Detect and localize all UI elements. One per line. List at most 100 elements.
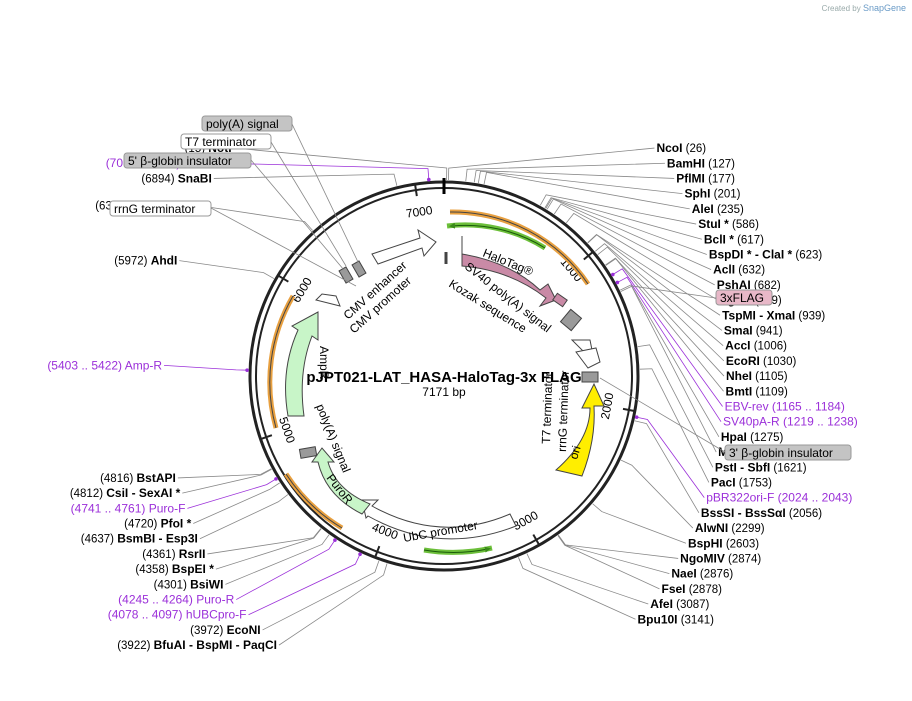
site-pos-13: (941) [753, 325, 783, 337]
primer-leader-0 [223, 162, 430, 181]
site-label-15: EcoRI (1030) [726, 354, 797, 368]
site-leader-6 [539, 194, 697, 225]
primer-labels: (7073 .. 7093) CMV-FEBV-rev (1165 .. 118… [47, 156, 857, 622]
site-pos-36: (4720) [124, 519, 160, 531]
primer-label-2: SV40pA-R (1219 .. 1238) [723, 415, 858, 429]
site-name-30: EcoNI [227, 623, 261, 637]
site-pos-39: (5972) [114, 256, 150, 268]
primer-name-3: pBR322ori-F [706, 491, 774, 505]
site-leader-18 [620, 284, 720, 438]
site-label-7: BclI * (617) [704, 232, 764, 246]
site-label-33: (4358) BspEI * [135, 562, 214, 576]
site-label-18: HpaI (1275) [721, 430, 784, 444]
site-label-6: StuI * (586) [698, 217, 759, 231]
orf-arc-amp-inner [269, 295, 294, 429]
site-name-8: BspDI * - ClaI * [709, 247, 793, 261]
feature-rrng-term [575, 347, 601, 369]
primer-mark-5 [333, 538, 337, 542]
primer-label-6: (4741 .. 4761) Puro-F [71, 501, 186, 515]
site-name-9: AclI [713, 263, 735, 277]
site-name-14: AccI [725, 339, 750, 353]
site-pos-18: (1275) [747, 432, 784, 444]
site-leader-31 [278, 563, 388, 646]
site-name-38: BstAPI [137, 471, 176, 485]
site-pos-15: (1030) [760, 356, 797, 368]
primer-name-2: SV40pA-R [723, 415, 780, 429]
site-pos-4: (201) [710, 189, 740, 201]
site-label-5: AleI (235) [692, 202, 744, 216]
site-pos-37: (4812) [70, 488, 106, 500]
site-leader-30 [262, 560, 380, 631]
site-name-36: PfoI * [161, 517, 192, 531]
site-leader-37 [182, 468, 272, 494]
feature-globin3-box [581, 371, 599, 383]
site-pos-21: (1753) [736, 477, 773, 489]
site-name-34: RsrII [179, 547, 206, 561]
tick-mark-4000 [373, 545, 381, 559]
boxed-label-rrng: rrnG terminator [109, 200, 212, 217]
site-label-27: FseI (2878) [661, 582, 722, 596]
orf-arc-halotag-inner [449, 211, 589, 285]
primer-range-6: (4741 .. 4761) [71, 501, 149, 515]
site-leader-8 [545, 197, 707, 255]
site-leader-10 [553, 203, 715, 286]
site-pos-27: (2878) [686, 584, 723, 596]
site-label-28: AfeI (3087) [650, 597, 709, 611]
site-name-35: BsmBI - Esp3I [117, 532, 198, 546]
primer-name-5: Puro-R [196, 593, 234, 607]
site-pos-6: (586) [729, 219, 759, 231]
site-name-33: BspEI * [172, 562, 214, 576]
site-name-39: AhdI [151, 254, 178, 268]
feature-polya-top-box [351, 260, 367, 278]
boxed-label-3xflag-text: 3xFLAG [720, 291, 764, 305]
primer-leader-1 [611, 268, 723, 407]
boxed-label-polya: poly(A) signal [201, 115, 293, 132]
site-name-7: BclI * [704, 232, 734, 246]
site-leader-34 [207, 528, 322, 555]
primer-name-7: Amp-R [125, 358, 163, 372]
orf-arc-green-top-inner [449, 222, 546, 249]
orf-arc-puro-inner [285, 473, 343, 529]
site-name-12: TspMI - XmaI [722, 308, 795, 322]
primer-leader-5 [236, 539, 336, 600]
site-pos-8: (623) [792, 249, 822, 261]
feature-sv40-box [559, 308, 583, 332]
primer-mark-7 [245, 368, 249, 372]
site-pos-35: (4637) [81, 534, 117, 546]
feature-ori-label: ori [566, 444, 583, 461]
site-leader-41 [213, 173, 398, 186]
site-pos-24: (2603) [723, 538, 760, 550]
site-leader-0 [233, 147, 448, 181]
site-leader-7 [544, 197, 702, 240]
site-label-2: BamHI (127) [667, 156, 735, 170]
site-name-10: PshAI [717, 278, 751, 292]
site-name-16: NheI [726, 369, 752, 383]
site-leader-21 [639, 368, 710, 483]
site-name-20: PstI - SbfI [715, 460, 770, 474]
primer-leader-6 [187, 478, 278, 509]
site-label-35: (4637) BsmBI - Esp3I [81, 532, 198, 546]
feature-polya-bottom-box [298, 446, 318, 459]
site-leader-27 [557, 535, 660, 590]
primer-label-1: EBV-rev (1165 .. 1184) [725, 399, 845, 413]
feature-ubc-promoter [361, 499, 517, 540]
boxed-label-leaders [210, 123, 726, 453]
primer-leader-3 [635, 416, 705, 498]
site-name-26: NaeI [671, 567, 696, 581]
site-pos-26: (2876) [697, 569, 734, 581]
primer-mark-6 [274, 477, 278, 481]
snapgene-credit: Created by SnapGene [822, 3, 906, 13]
site-label-29: Bpu10I (3141) [638, 612, 715, 626]
site-pos-32: (4301) [154, 579, 190, 591]
feature-ampr-label: AmpR [317, 346, 331, 380]
tick-mark-5000 [259, 434, 273, 441]
site-name-6: StuI * [698, 217, 729, 231]
boxed-label-globin3-text: 3' β-globin insulator [729, 446, 833, 460]
site-leader-25 [558, 534, 679, 559]
primer-mark-0 [427, 177, 431, 182]
site-label-41: (6894) SnaBI [141, 171, 211, 185]
site-label-21: PacI (1753) [711, 475, 772, 489]
plasmid-length: 7171 bp [422, 385, 466, 399]
site-leader-36 [193, 482, 280, 524]
feature-ampr [285, 311, 319, 417]
